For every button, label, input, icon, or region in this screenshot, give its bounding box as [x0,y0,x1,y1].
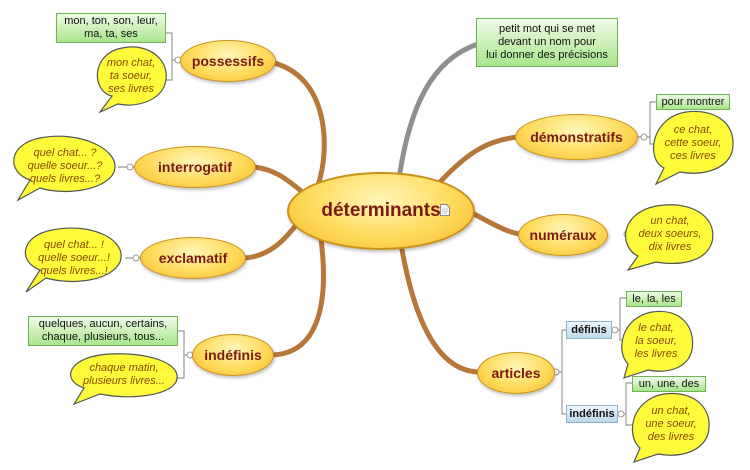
subtopic-definis[interactable]: définis [566,321,612,339]
topic-interrogatif[interactable]: interrogatif [134,146,256,188]
topic-numeraux-label: numéraux [529,227,597,243]
subtopic-definis-label: définis [571,324,607,336]
branch-demonstratifs [437,134,521,185]
branch-articles [397,235,481,375]
branch-numeraux [467,209,523,237]
topic-articles-label: articles [491,365,541,381]
note-box[interactable]: petit mot qui se met devant un nom pour … [476,18,618,67]
possessifs-forms-box[interactable]: mon, ton, son, leur, ma, ta, ses [56,13,166,43]
topic-indefinis-label: indéfinis [204,347,262,363]
topic-possessifs-label: possessifs [191,53,265,69]
bubble-indefinis-shape [70,353,178,406]
center-label: déterminants [321,200,441,221]
indefinis-article-forms: un, une, des [638,377,700,390]
bubble-numeraux-shape [625,204,714,272]
topic-indefinis[interactable]: indéfinis [192,334,274,376]
branch-interrogatif [252,164,303,193]
topic-demonstratifs-label: démonstratifs [530,129,623,145]
indefinis-forms-box[interactable]: quelques, aucun, certains, chaque, plusi… [28,316,178,346]
bubble-demonstratifs-shape [653,110,734,186]
bubble-interrogatif-text: quel chat... ? quelle soeur...? quels li… [27,146,103,185]
bubble-demonstratifs: ce chat, cette soeur, ces livres [656,118,730,168]
branch-possessifs [267,59,327,188]
topic-articles[interactable]: articles [477,352,555,394]
bubble-interrogatif: quel chat... ? quelle soeur...? quels li… [16,142,114,190]
bubble-possessifs-text: mon chat, ta soeur, ses livres [106,56,156,95]
branch-note [397,41,481,175]
bubble-possessifs-shape [96,46,167,114]
bubble-exclamatif-text: quel chat... ! quelle soeur...! quels li… [38,238,110,277]
topic-demonstratifs[interactable]: démonstratifs [515,114,638,160]
bubble-indefinis: chaque matin, plusieurs livres... [72,358,176,392]
note-text: petit mot qui se met devant un nom pour … [486,23,608,61]
bubble-possessifs: mon chat, ta soeur, ses livres [96,52,166,100]
topic-exclamatif[interactable]: exclamatif [140,237,246,279]
bubble-interrogatif-shape [13,135,116,202]
bubble-indefinis-article: un chat, une soeur, des livres [634,398,708,450]
demonstratifs-forms: pour montrer [661,95,725,108]
branch-indefinis [267,229,326,358]
bubble-exclamatif-shape [24,227,122,293]
bubble-exclamatif: quel chat... ! quelle soeur...! quels li… [26,234,122,282]
topic-numeraux[interactable]: numéraux [518,214,608,256]
demonstratifs-forms-box[interactable]: pour montrer [656,94,730,110]
branch-exclamatif [242,217,303,261]
possessifs-forms: mon, ton, son, leur, ma, ta, ses [64,15,158,40]
indefinis-article-forms-box[interactable]: un, une, des [632,376,706,392]
definis-forms-box[interactable]: le, la, les [626,291,682,307]
bubble-definis: le chat, la soeur, les livres [622,316,690,366]
bubble-definis-shape [621,310,694,379]
bubble-numeraux: un chat, deux soeurs, dix livres [628,210,712,258]
topic-possessifs[interactable]: possessifs [180,40,276,82]
definis-forms: le, la, les [632,292,676,305]
bubble-numeraux-text: un chat, deux soeurs, dix livres [638,214,702,253]
note-icon [440,204,450,216]
bubble-indefinis-text: chaque matin, plusieurs livres... [83,362,165,387]
topic-interrogatif-label: interrogatif [158,159,232,175]
bubble-indefinis-article-text: un chat, une soeur, des livres [645,404,697,443]
bubble-definis-text: le chat, la soeur, les livres [634,321,678,360]
topic-exclamatif-label: exclamatif [158,250,228,266]
subtopic-indefinis[interactable]: indéfinis [566,405,618,423]
subtopic-indefinis-label: indéfinis [569,408,615,420]
bubble-shapes [13,46,734,463]
bubble-demonstratifs-text: ce chat, cette soeur, ces livres [664,123,722,162]
bubble-indefinis-article-shape [631,392,710,463]
indefinis-forms: quelques, aucun, certains, chaque, plusi… [38,318,168,343]
